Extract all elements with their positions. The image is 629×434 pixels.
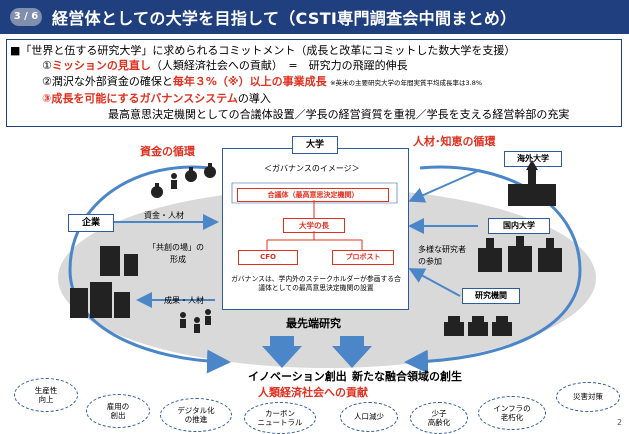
provost-box: プロボスト (332, 250, 394, 265)
company-label: 企業 (68, 214, 114, 232)
building-icon (70, 246, 138, 318)
point-1-highlight: ミッションの見直し (51, 59, 151, 72)
cocreation-label-2: 形成 (170, 255, 186, 264)
factory-icon (444, 316, 512, 336)
cocreation-label-1: 「共創の場」の (148, 243, 204, 252)
issue-cloud: 生産性 向上 (14, 378, 78, 412)
point-1-rest: （人類経済社会への貢献） = 研究力の飛躍的伸長 (150, 59, 408, 72)
point-2-note: ※英米の主要研究大学の年間実質平均成長率は3.8% (330, 79, 483, 87)
governance-caption: ガバナンスは、学内外のステークホルダーが参画する合議体としての最高意思決定機関の… (231, 275, 401, 292)
issue-cloud: インフラの 老朽化 (478, 396, 546, 430)
innovation-arrow (262, 336, 302, 368)
cfo-box: CFO (238, 250, 298, 265)
capital-cycle-arc (68, 165, 231, 374)
university-icon (478, 236, 562, 272)
new-field-label: 新たな融合領域の創生 (352, 370, 462, 383)
governance-connectors (231, 182, 398, 250)
money-bag-icon (151, 163, 216, 198)
point-3-detail: 最高意思決定機関としての合議体設置／学長の経営資質を重視／学長を支える経営幹部の… (108, 108, 570, 121)
point-2-text: ②潤沢な外部資金の確保と (42, 75, 173, 88)
point-3-num: ③ (42, 92, 52, 105)
point-3: ③成長を可能にするガバナンスシステムの導入 (42, 90, 271, 106)
page-badge: 3 / 6 (10, 8, 42, 26)
issue-cloud: デジタル化 の推進 (160, 398, 232, 432)
university-label: 大学 (292, 136, 338, 154)
governance-image-label: ＜ガバナンスのイメージ＞ (264, 164, 360, 173)
slide-title: 経営体としての大学を目指して（CSTI専門調査会中間まとめ） (52, 9, 517, 28)
funds-talent-label: 資金・人材 (144, 211, 184, 220)
issue-cloud: カーボン ニュートラル (244, 402, 316, 434)
talent-cycle-label: 人材･知恵の循環 (413, 135, 496, 148)
diverse-label-2: の参加 (418, 257, 442, 266)
diverse-label-1: 多様な研究者 (418, 245, 466, 254)
cutting-edge-label: 最先端研究 (286, 317, 341, 330)
slide-header (0, 0, 629, 34)
issue-cloud: 雇用の 創出 (86, 394, 150, 428)
page-number: 2 (617, 418, 623, 427)
overseas-arrow (408, 169, 481, 203)
council-box: 合議体（最高意思決定機関） (237, 188, 389, 202)
talent-cycle-arc (404, 165, 582, 374)
new-field-arrow (332, 336, 372, 368)
contribution-label: 人類経済社会への貢献 (258, 386, 368, 399)
issue-cloud: 災害対策 (556, 382, 620, 412)
point-heading: ■「世界と伍する研究大学」に求められるコミットメント（成長と改革にコミットした数… (10, 44, 516, 57)
research-inst-label: 研究機関 (462, 288, 520, 304)
point-1: ①ミッションの見直し（人類経済社会への貢献） = 研究力の飛躍的伸長 (42, 57, 408, 73)
issue-cloud: 人口減少 (340, 402, 398, 432)
people-icon (171, 173, 211, 333)
point-2-highlight: 毎年３%（※）以上の事業成長 (172, 75, 327, 88)
point-3-rest: の導入 (237, 92, 271, 105)
research-inst-arrow (408, 268, 461, 297)
point-1-num: ① (42, 59, 52, 72)
results-talent-label: 成果・人材 (164, 296, 204, 305)
innovation-label: イノベーション創出 (248, 370, 347, 383)
university-icon (508, 160, 556, 206)
point-2: ②潤沢な外部資金の確保と毎年３%（※）以上の事業成長 ※英米の主要研究大学の年間… (42, 73, 482, 89)
issue-cloud: 少子 高齢化 (410, 402, 468, 434)
domestic-univ-label: 国内大学 (488, 218, 550, 234)
key-points-box (6, 39, 622, 127)
capital-cycle-label: 資金の循環 (140, 145, 195, 158)
point-3-highlight: 成長を可能にするガバナンスシステム (51, 92, 238, 105)
